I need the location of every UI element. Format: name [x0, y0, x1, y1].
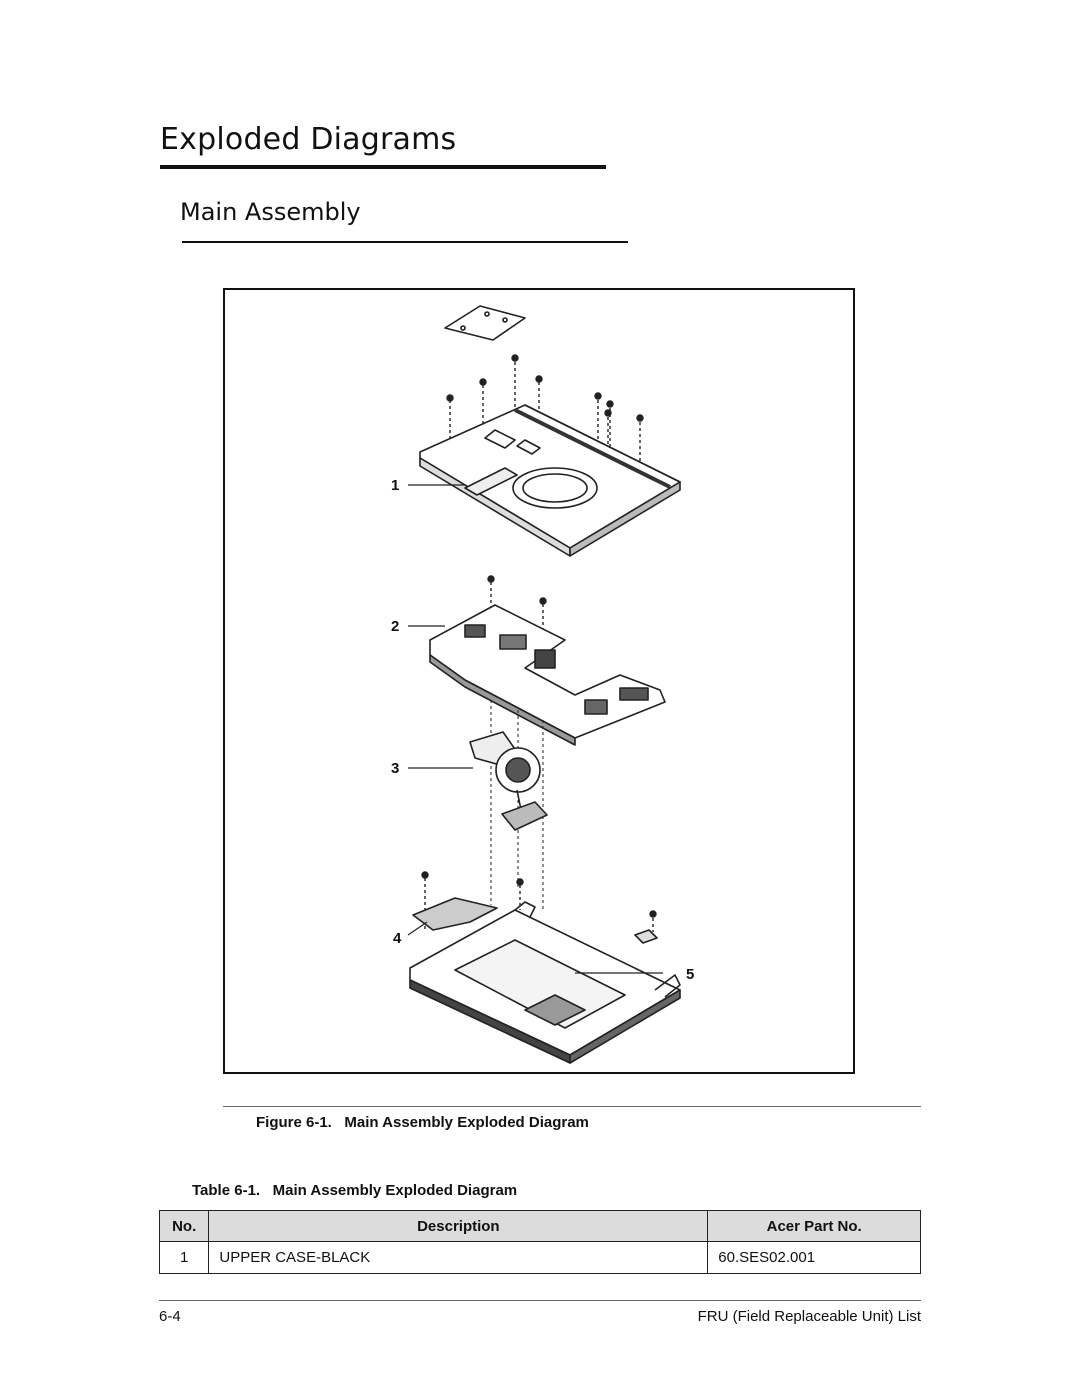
row-no: 1: [158, 1241, 210, 1274]
alignment-guides: [490, 700, 544, 910]
callout-3: 3: [391, 760, 399, 777]
callout-1: 1: [391, 477, 399, 494]
table-caption-prefix: Table 6-1.: [192, 1182, 261, 1199]
table-caption-text: Main Assembly Exploded Diagram: [272, 1182, 518, 1199]
section-title-rule: [182, 241, 628, 243]
mainboard-part: [429, 604, 666, 746]
figure-caption-rule: [223, 1106, 921, 1107]
figure-caption-text: Main Assembly Exploded Diagram: [344, 1114, 589, 1131]
footer-rule: [159, 1300, 921, 1301]
parts-table: No. Description Acer Part No. 1 UPPER CA…: [158, 1210, 921, 1274]
table-row: 1 UPPER CASE-BLACK 60.SES02.001: [158, 1241, 921, 1274]
callout-2: 2: [391, 618, 399, 635]
screw-group-mainboard: [487, 575, 547, 630]
table-header-row: No. Description Acer Part No.: [158, 1210, 921, 1242]
exploded-diagram-drawing: 1 2 3 4 5: [391, 305, 694, 1064]
callout-4: 4: [393, 930, 402, 947]
bracket-part: [634, 929, 658, 944]
insulator-sheet-part: [444, 305, 526, 341]
exploded-diagram-figure: 1 2 3 4 5: [223, 288, 855, 1074]
callout-5: 5: [686, 966, 694, 983]
chapter-title-rule: [160, 165, 606, 169]
thermal-module-part: [469, 731, 541, 811]
figure-caption-prefix: Figure 6-1.: [256, 1114, 332, 1131]
io-board-part: [412, 897, 498, 931]
header-no: No.: [158, 1210, 210, 1242]
memory-module-part: [501, 801, 548, 831]
table-caption: Table 6-1. Main Assembly Exploded Diagra…: [192, 1182, 517, 1199]
lower-case-part: [409, 901, 681, 1064]
header-part-no: Acer Part No.: [707, 1210, 921, 1242]
figure-caption: Figure 6-1. Main Assembly Exploded Diagr…: [256, 1114, 589, 1131]
section-title: Main Assembly: [180, 198, 361, 226]
upper-case-part: [419, 404, 681, 557]
chapter-title: Exploded Diagrams: [160, 122, 457, 157]
header-description: Description: [208, 1210, 709, 1242]
callout-leaders: [407, 484, 663, 974]
row-description: UPPER CASE-BLACK: [208, 1241, 709, 1274]
page-number: 6-4: [159, 1308, 181, 1325]
row-part-no: 60.SES02.001: [707, 1241, 921, 1274]
footer-section-name: FRU (Field Replaceable Unit) List: [697, 1308, 921, 1325]
